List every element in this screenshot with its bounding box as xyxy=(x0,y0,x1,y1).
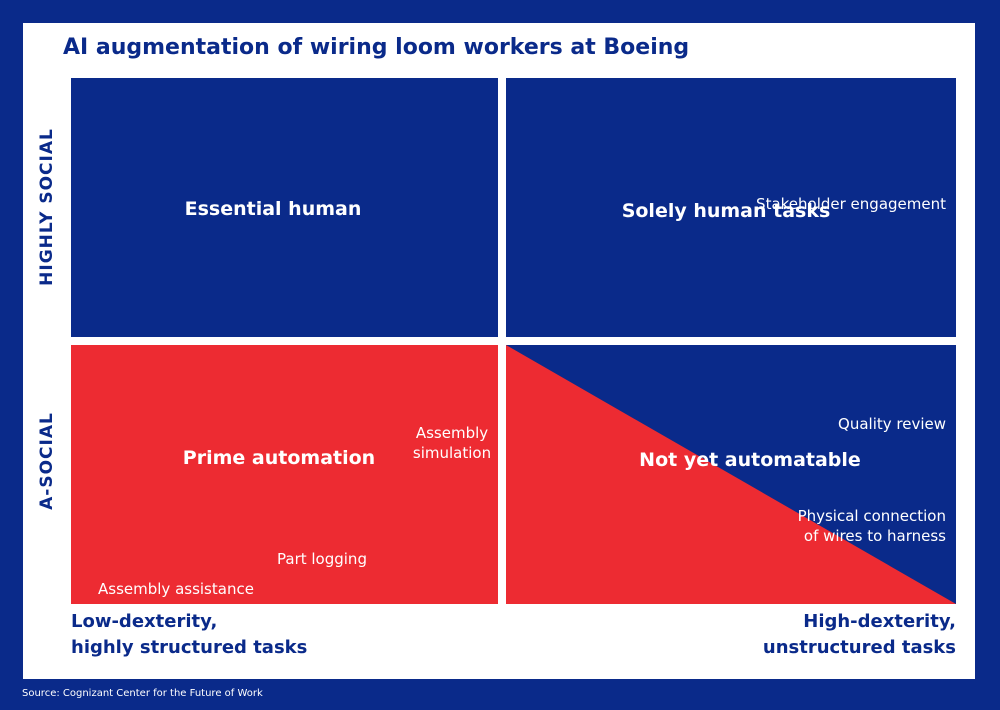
x-axis-left-line2: highly structured tasks xyxy=(71,637,308,658)
y-axis-bottom-label: A-SOCIAL xyxy=(37,412,57,510)
quadrant-not-yet-automatable: Not yet automatable Quality review Physi… xyxy=(506,345,956,604)
task-physical-connection: Physical connection of wires to harness xyxy=(798,506,946,546)
task-physical-connection-line1: Physical connection xyxy=(797,507,946,525)
quadrant-essential-human: Essential human xyxy=(71,78,498,337)
diagram-title: AI augmentation of wiring loom workers a… xyxy=(63,35,690,60)
task-quality-review: Quality review xyxy=(838,415,946,433)
quadrant-solely-human-tasks: Solely human tasks Stakeholder engagemen… xyxy=(506,78,956,337)
x-axis-right-label: High-dexterity, unstructured tasks xyxy=(763,609,956,661)
task-assembly-simulation-line1: Assembly xyxy=(415,424,489,442)
quadrant-prime-automation: Prime automation Assembly simulation Par… xyxy=(71,345,498,604)
task-part-logging: Part logging xyxy=(277,550,367,568)
y-axis-top-label: HIGHLY SOCIAL xyxy=(37,128,57,286)
x-axis-left-label: Low-dexterity, highly structured tasks xyxy=(71,609,307,661)
quadrant-label-not-yet-automatable: Not yet automatable xyxy=(639,449,861,471)
quadrant-label-solely-human-tasks: Solely human tasks xyxy=(621,200,831,222)
x-axis-right-line1: High-dexterity, xyxy=(803,611,956,632)
red-triangle-shape xyxy=(506,345,956,604)
x-axis-left-line1: Low-dexterity, xyxy=(71,611,218,632)
quadrant-label-essential-human: Essential human xyxy=(184,198,362,220)
quadrant-label-prime-automation: Prime automation xyxy=(182,447,376,469)
x-axis-right-line2: unstructured tasks xyxy=(762,637,956,658)
task-stakeholder-engagement: Stakeholder engagement xyxy=(756,195,946,213)
diagram-frame: AI augmentation of wiring loom workers a… xyxy=(23,23,975,679)
task-assembly-assistance: Assembly assistance xyxy=(98,580,254,598)
source-note: Source: Cognizant Center for the Future … xyxy=(22,688,263,699)
task-assembly-simulation-line2: simulation xyxy=(412,444,492,462)
red-diagonal-triangle xyxy=(506,345,956,604)
task-physical-connection-line2: of wires to harness xyxy=(803,527,946,545)
task-assembly-simulation: Assembly simulation xyxy=(407,423,497,463)
